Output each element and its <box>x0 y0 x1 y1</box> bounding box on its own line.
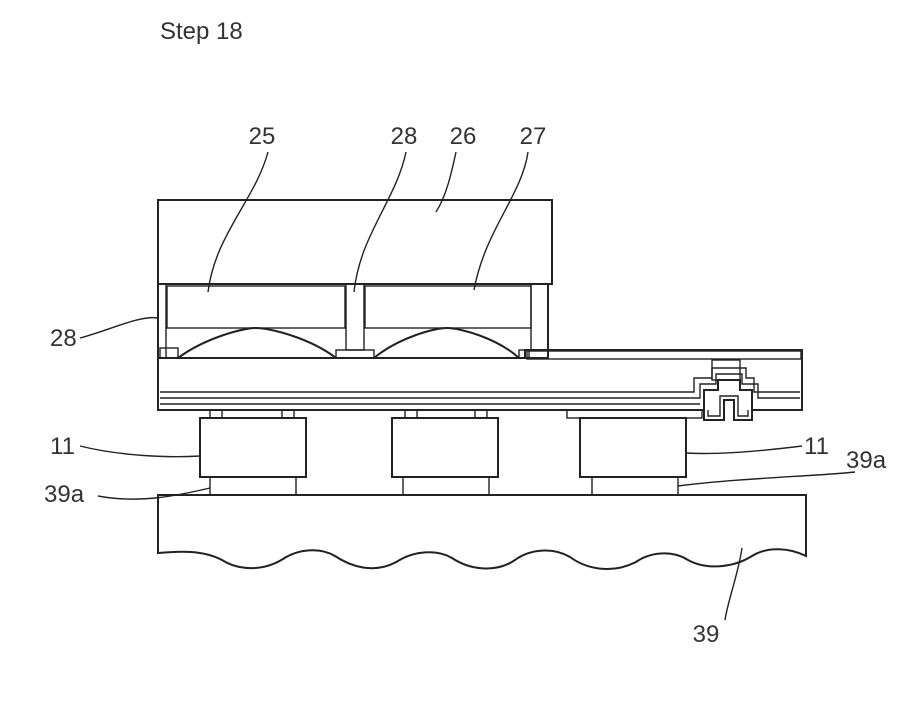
microlens-1 <box>178 328 336 358</box>
label-11-left: 11 <box>50 433 75 460</box>
tab-1 <box>210 410 222 418</box>
label-39: 39 <box>693 621 720 648</box>
tab-4 <box>475 410 487 418</box>
lens-frame <box>158 284 548 358</box>
label-39a-right: 39a <box>846 447 887 474</box>
block-11-2 <box>392 418 498 477</box>
label-11-right: 11 <box>804 433 829 460</box>
spacer-28-mid <box>346 284 364 350</box>
tab-2 <box>282 410 294 418</box>
filter-27 <box>365 286 531 328</box>
label-39a-left: 39a <box>44 481 85 508</box>
bump-39a-2 <box>403 477 489 495</box>
label-28-left: 28 <box>50 325 77 352</box>
label-25: 25 <box>249 123 276 150</box>
cap-26 <box>158 200 552 284</box>
microlens-2 <box>374 328 519 358</box>
label-26: 26 <box>450 123 477 150</box>
tab-3 <box>405 410 417 418</box>
step-title: Step 18 <box>160 18 243 46</box>
pad-right <box>567 410 702 418</box>
block-11-3 <box>580 418 686 477</box>
wiring-top-strip <box>527 351 801 359</box>
spacer-28-left <box>158 284 166 358</box>
substrate-39 <box>158 495 806 569</box>
block-11-1 <box>200 418 306 477</box>
bump-39a-3 <box>592 477 678 495</box>
spacer-28-right <box>531 284 548 350</box>
bump-39a-1 <box>210 477 296 495</box>
label-27: 27 <box>520 123 547 150</box>
label-28-top: 28 <box>391 123 418 150</box>
filter-25 <box>167 286 345 328</box>
